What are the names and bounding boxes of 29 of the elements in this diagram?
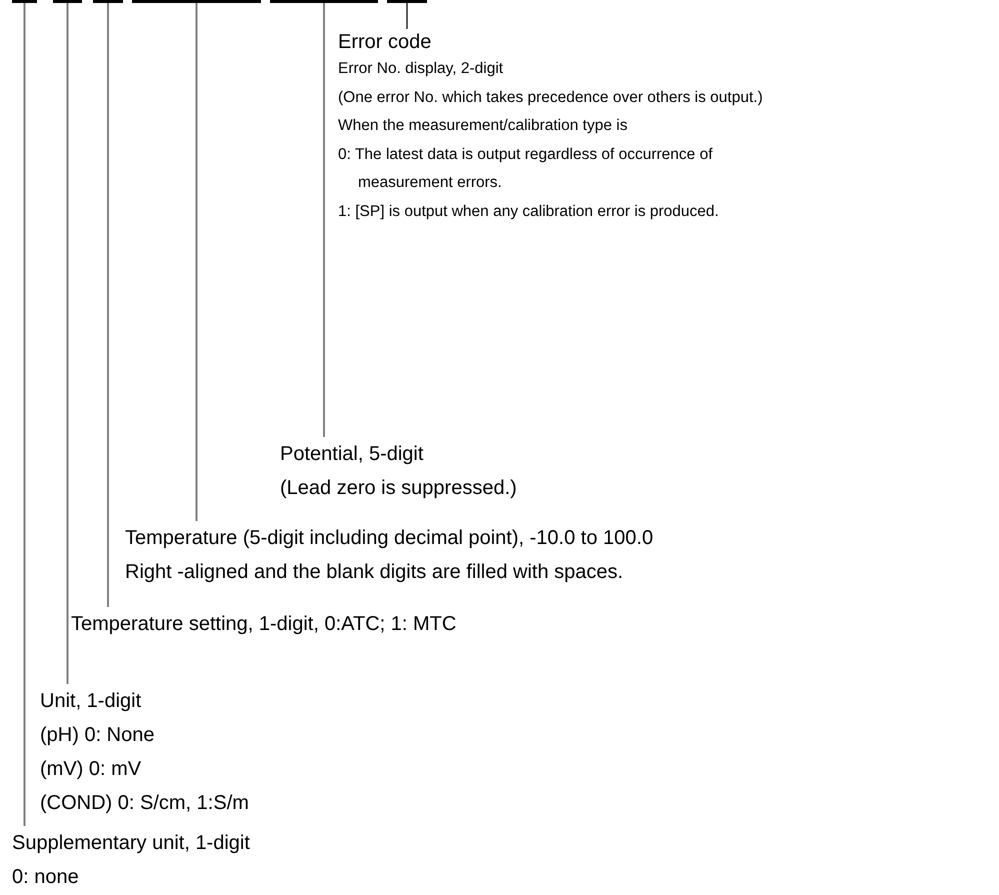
field-description: Potential, 5-digit (280, 442, 424, 467)
leader-line (24, 3, 26, 826)
field-description: Supplementary unit, 1-digit (12, 831, 250, 856)
field-bracket (270, 0, 378, 3)
leader-line (323, 3, 325, 437)
field-description: Temperature setting, 1-digit, 0:ATC; 1: MTC (71, 612, 456, 637)
field-bracket (53, 0, 82, 3)
description-line: 1: [SP] is output when any calibration error is produced. (338, 202, 720, 222)
field-bracket (93, 0, 123, 3)
field-bracket (387, 0, 427, 3)
description-line: When the measurement/calibration type is (338, 116, 628, 136)
description-line: (One error No. which takes precedence over others is output.) (338, 88, 764, 108)
field-bracket (132, 0, 261, 3)
description-line: Error No. display, 2-digit (338, 59, 504, 79)
leader-line (406, 3, 408, 29)
field-description: Error code (338, 30, 432, 55)
field-bracket (12, 0, 37, 3)
description-line: 0: none (12, 865, 80, 890)
field-description: Unit, 1-digit (40, 689, 142, 714)
leader-line (66, 3, 68, 684)
description-line: (COND) 0: S/cm, 1:S/m (40, 791, 249, 816)
description-line: (mV) 0: mV (40, 757, 142, 782)
description-line: Right -aligned and the blank digits are filled with spaces. (125, 560, 624, 585)
leader-line (107, 3, 109, 607)
description-line: (Lead zero is suppressed.) (280, 476, 517, 501)
description-line: 0: The latest data is output regardless of occurrence of measurement errors. (338, 144, 714, 193)
field-description: Temperature (5-digit including decimal point), -10.0 to 100.0 (125, 526, 654, 551)
description-line: (pH) 0: None (40, 723, 156, 748)
leader-line (196, 3, 198, 521)
